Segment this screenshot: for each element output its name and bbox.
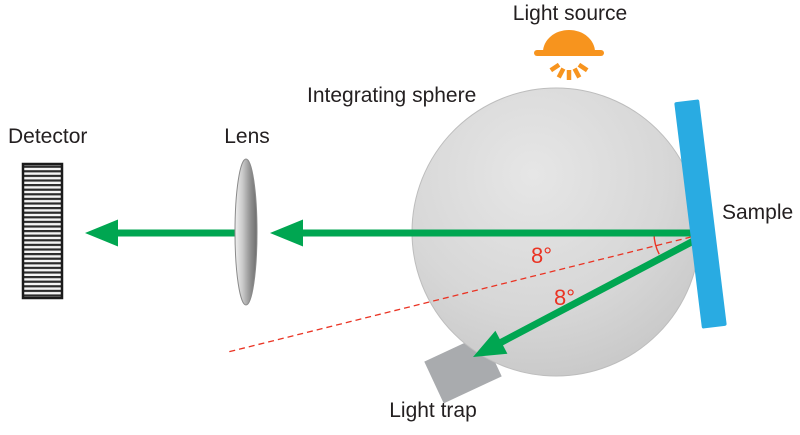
arrowhead-at-lens [270,219,303,247]
beam-lines [116,229,703,348]
sample-label: Sample [722,201,793,224]
beam-arrowheads [85,219,508,357]
lamp-ray [577,62,589,73]
detector-label: Detector [8,125,87,148]
arrowhead-at-detector [85,219,118,247]
light-source-label: Light source [513,2,627,25]
lamp-base [534,50,604,56]
specular-dashed-line [227,233,702,353]
light-trap-label: Light trap [389,399,477,422]
angle-label-upper: 8° [531,243,552,268]
lamp-ray [549,62,561,73]
lamp-ray [572,67,582,79]
lamp-rays-icon [549,62,589,80]
angle-label-lower: 8° [554,285,575,310]
lens-icon [234,158,258,306]
lamp-ray [556,67,566,79]
lamp-icon [534,30,604,56]
sample-bar [674,99,727,329]
lens-label: Lens [224,125,270,148]
lamp-dome [543,30,595,52]
integrating-sphere-label: Integrating sphere [307,84,476,107]
detector-icon [21,162,64,300]
beam-line-to-trap [496,233,703,348]
arrowhead-at-trap [473,330,508,357]
